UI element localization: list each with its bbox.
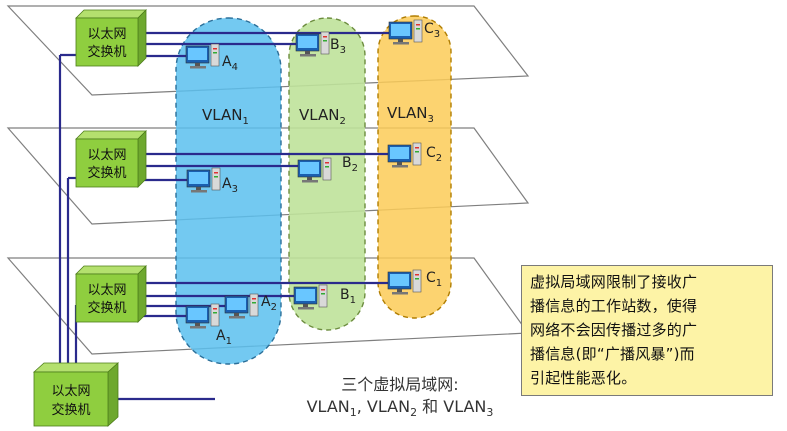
station-label-c3: C3 — [424, 21, 440, 40]
diagram-caption: 三个虚拟局域网: VLAN1, VLAN2 和 VLAN3 — [270, 374, 530, 424]
switch-label-line2: 交换机 — [87, 44, 126, 60]
workstation-b3: B3 — [295, 31, 346, 57]
note-line: 播信息的工作站数，使得 — [530, 297, 698, 315]
broadcast-storm-note: 虚拟局域网限制了接收广 播信息的工作站数，使得 网络不会因传播过多的广 播信息(… — [521, 265, 773, 396]
vlan3-label: VLAN3 — [387, 104, 434, 125]
workstation-b2: B2 — [297, 155, 358, 183]
vlan1-region — [175, 17, 282, 365]
station-label-b1: B1 — [340, 287, 356, 306]
note-line: 网络不会因传播过多的广 — [530, 321, 698, 339]
caption-line1: 三个虚拟局域网: — [341, 375, 459, 394]
vlan2-label: VLAN2 — [299, 106, 346, 127]
station-label-b3: B3 — [330, 37, 346, 56]
station-label-c1: C1 — [426, 270, 442, 289]
workstation-a1: A1 — [185, 303, 232, 347]
switch-label-line2: 交换机 — [51, 402, 90, 418]
station-label-a4: A4 — [222, 54, 238, 73]
vlan1-label: VLAN1 — [202, 106, 249, 127]
workstation-c1: C1 — [387, 269, 442, 295]
ethernet-switch-floor-3: 以太网 交换机 — [75, 9, 147, 67]
vlan3-region — [377, 15, 452, 319]
station-label-a1: A1 — [216, 328, 232, 347]
switch-label-line1: 以太网 — [87, 283, 126, 298]
switch-label-line2: 交换机 — [87, 165, 126, 181]
workstation-c3: C3 — [388, 19, 440, 45]
workstation-b1: B1 — [293, 284, 356, 310]
switch-label-line1: 以太网 — [51, 384, 90, 399]
workstation-c2: C2 — [387, 142, 442, 168]
caption-line2: VLAN1, VLAN2 和 VLAN3 — [306, 397, 494, 420]
note-line: 引起性能恶化。 — [530, 369, 637, 387]
switch-label-line1: 以太网 — [87, 27, 126, 42]
ethernet-switch-floor-2: 以太网 交换机 — [75, 130, 147, 188]
workstation-a4: A4 — [185, 43, 238, 73]
note-line: 播信息(即“广播风暴”)而 — [530, 345, 695, 363]
station-label-b2: B2 — [342, 155, 358, 174]
workstation-a3: A3 — [186, 167, 238, 195]
station-label-a3: A3 — [222, 176, 238, 195]
vlan-regions — [175, 15, 452, 365]
station-label-a2: A2 — [261, 294, 277, 313]
switch-label-line2: 交换机 — [87, 300, 126, 316]
station-label-c2: C2 — [426, 145, 442, 164]
ethernet-switch-root: 以太网 交换机 — [32, 362, 120, 427]
note-line: 虚拟局域网限制了接收广 — [530, 273, 698, 291]
ethernet-switch-floor-1: 以太网 交换机 — [75, 265, 147, 323]
switch-label-line1: 以太网 — [87, 148, 126, 163]
workstation-a2: A2 — [224, 293, 277, 319]
